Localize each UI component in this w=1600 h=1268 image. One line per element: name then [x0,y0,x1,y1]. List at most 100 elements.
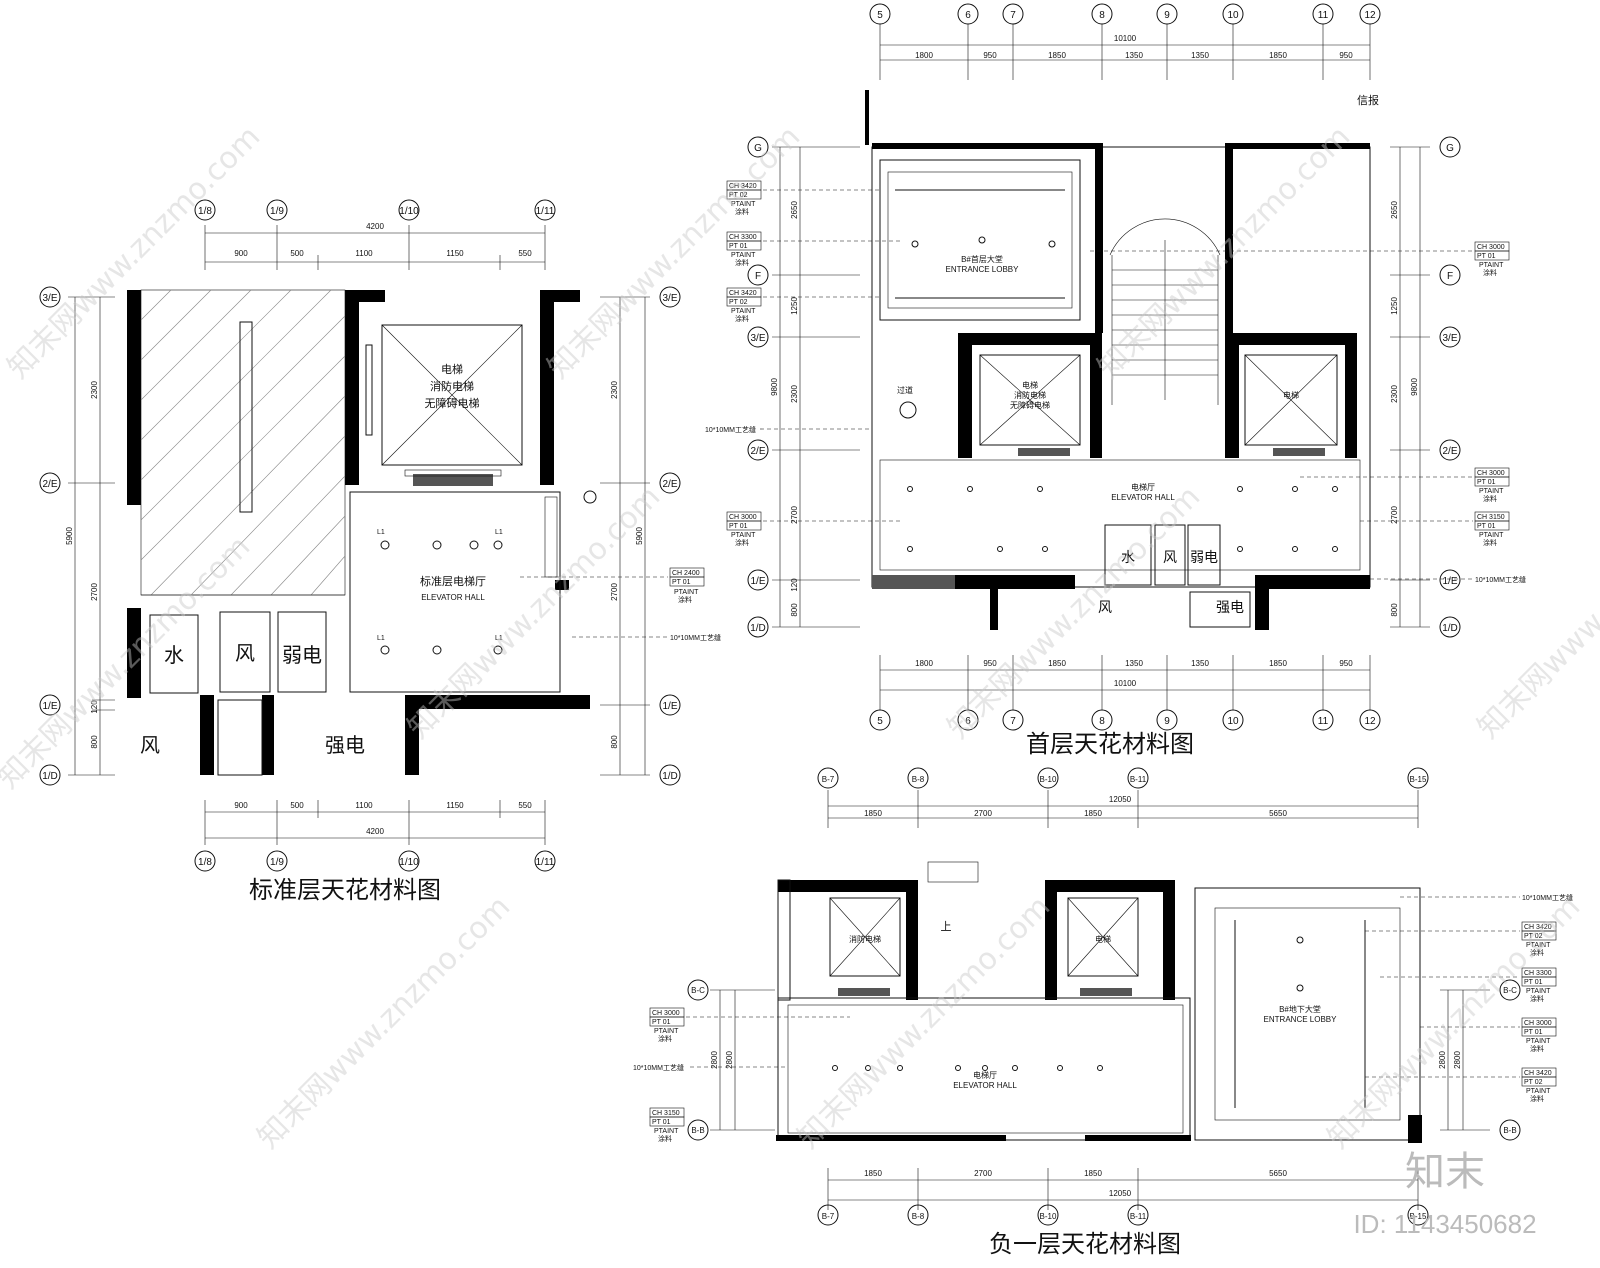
tag-paint: PTAINT [654,1028,679,1035]
b1-grid-side: B-C [691,986,705,995]
std-walls [127,290,590,775]
std-hall-en: ELEVATOR HALL [421,593,485,602]
std-bottom-dimensions: 900 500 1100 1150 550 4200 1/8 1/9 1/10 … [194,800,556,872]
std-dim: 1150 [446,801,464,810]
gf-dim-total-b: 10100 [1114,679,1137,688]
tag-ch: CH 3300 [1524,970,1552,977]
std-elevator-label: 无障碍电梯 [425,396,480,410]
gf-grid-top: 8 [1099,10,1105,21]
b1-tags-left: CH 3000 PT 01 PTAINT 涂料 10*10MM工艺缝 CH 31… [633,1007,850,1143]
b1-tag: CH 3000 PT 01 PTAINT 涂料 [649,1007,850,1043]
b1-dim-side-r: 2800 [1438,1051,1447,1069]
gf-dim-total: 10100 [1114,34,1137,43]
watermark-text: 知末网www.znzmo.com [0,529,257,795]
watermark-text: 知末网www.znzmo.com [1091,119,1357,385]
tag-ch: CH 3000 [652,1010,680,1017]
b1-tag: CH 3150 PT 01 PTAINT 涂料 [649,1107,685,1143]
std-dim: 1100 [355,801,373,810]
gf-walls [865,90,1371,630]
tag-ch: CH 3000 [1477,470,1505,477]
tag-ch: CH 3420 [729,183,757,190]
b1-grid-bottom: B-11 [1130,1212,1147,1221]
gf-dim-right: 800 [1390,603,1399,617]
tag-cn: 涂料 [735,207,749,216]
gf-shaft-label: 风 [1163,550,1177,566]
gf-grid-top: 7 [1010,10,1016,21]
tag-paint: PTAINT [674,589,699,596]
b1-grid-side-r: B-B [1503,1126,1516,1135]
b1-note-left: 10*10MM工艺缝 [633,1063,684,1072]
std-dim-left: 2300 [90,381,99,399]
gf-dim-b: 950 [1339,659,1353,668]
std-grid-side: 3/E [42,293,57,304]
b1-grid-top: B-8 [912,775,925,784]
tag-cn: 涂料 [1483,268,1497,277]
b1-tag: CH 3000 PT 01 PTAINT 涂料 [1420,1017,1557,1053]
tag-cn: 涂料 [1530,1044,1544,1053]
gf-grid-top: 9 [1164,10,1170,21]
std-grid-side-r: 1/E [662,701,677,712]
gf-tag: CH 3420 PT 02 PTAINT 涂料 [726,287,880,323]
gf-note-right: 10*10MM工艺缝 [1475,575,1526,584]
gf-dim-left: 120 [790,578,799,592]
gf-shaft-label: 水 [1121,550,1135,566]
gf-tag: CH 3000 PT 01 PTAINT 涂料 [726,511,900,547]
gf-dim-b: 950 [983,659,997,668]
b1-elevator-hall: 电梯厅 ELEVATOR HALL [787,1004,1184,1134]
b1-grid-side-r: B-C [1503,986,1517,995]
gf-grid-bottom: 6 [965,716,971,727]
b1-grid-bottom: B-10 [1040,1212,1057,1221]
tag-paint: PTAINT [731,532,756,539]
std-dim-total: 4200 [366,827,384,836]
tag-paint: PTAINT [1479,488,1504,495]
b1-dim-b: 2700 [974,1169,992,1178]
std-shafts: 水 风 弱电 风 强电 [140,611,365,776]
std-light-label: L1 [377,529,385,536]
std-dim: 1100 [355,249,373,258]
tag-paint: PTAINT [654,1128,679,1135]
gf-top-dimensions: 10100 1800 950 1850 1350 1350 1850 950 5… [869,3,1381,80]
std-hall-label: 标准层电梯厅 [420,574,486,588]
tag-ch: CH 3420 [729,290,757,297]
standard-floor-title: 标准层天花材料图 [249,876,441,904]
tag-pt: PT 01 [1477,479,1496,486]
b1-bottom-dimensions: 1850 2700 1850 5650 12050 B-7 B-8 B-10 B… [817,1168,1429,1226]
b1-dim-total-b: 12050 [1109,1189,1132,1198]
gf-dim-left: 2700 [790,506,799,524]
gf-grid-side: G [754,143,762,154]
watermark-text: 知末网www.znzmo.com [541,119,807,385]
gf-dim: 1350 [1191,51,1209,60]
tag-ch: CH 3150 [652,1110,680,1117]
tag-pt: PT 01 [1524,979,1543,986]
gf-dim-b: 1850 [1269,659,1287,668]
tag-paint: PTAINT [1526,988,1551,995]
b1-note-right: 10*10MM工艺缝 [1522,893,1573,902]
b1-hall-label: 电梯厅 [973,1070,997,1080]
brand-id: ID: 1143450682 [1353,1209,1536,1239]
gf-dim-right: 2700 [1390,506,1399,524]
gf-dim-left-total: 9800 [770,378,779,396]
gf-dim: 1850 [1269,51,1287,60]
gf-dim-left: 1250 [790,297,799,315]
gf-dim: 950 [983,51,997,60]
b1-dim-b: 1850 [1084,1169,1102,1178]
gf-tag: CH 3000 PT 01 PTAINT 涂料 [1090,241,1510,277]
gf-tags-left: CH 3420 PT 02 PTAINT 涂料 CH 3300 PT 01 PT… [705,180,900,547]
gf-grid-side: F [755,271,761,282]
std-dim-right-total: 5900 [635,527,644,545]
gf-grid-bottom: 9 [1164,716,1170,727]
tag-ch: CH 3420 [1524,924,1552,931]
b1-grid-top: B-7 [822,775,835,784]
tag-paint: PTAINT [731,252,756,259]
basement-plan: 12050 1850 2700 1850 5650 B-7 B-8 B-10 B… [633,767,1573,1258]
gf-elevators: 电梯 消防电梯 无障碍电梯 电梯 [979,354,1338,456]
std-shaft-label: 强电 [325,733,365,757]
tag-paint: PTAINT [1526,1088,1551,1095]
std-dim-left-total: 5900 [65,527,74,545]
std-right-dimensions: 2300 2700 800 5900 3/E 2/E 1/E 1/D [600,286,681,786]
tag-pt: PT 01 [672,579,691,586]
tag-ch: CH 3000 [1524,1020,1552,1027]
b1-grid-bottom: B-7 [822,1212,835,1221]
watermark-text: 知末网www.znzmo.com [251,889,517,1155]
std-dim-right: 2300 [610,381,619,399]
